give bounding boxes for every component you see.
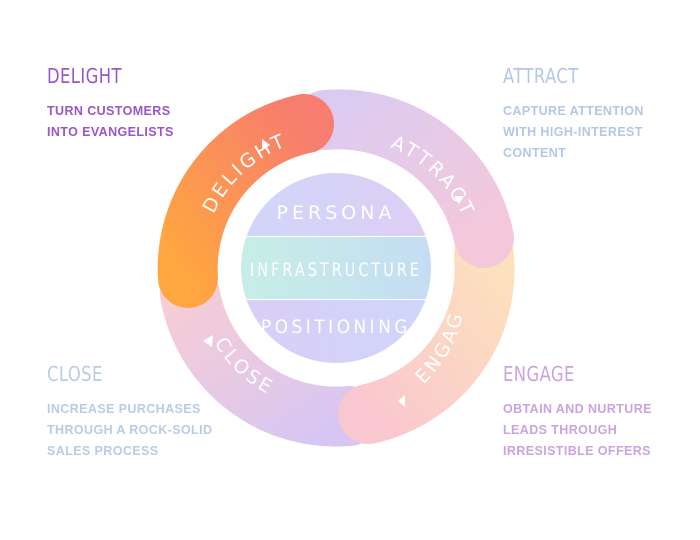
core-label-infrastructure: INFRASTRUCTURE <box>250 259 422 281</box>
delight-line-2: INTO EVANGELISTS <box>47 125 174 139</box>
ring-segment-delight <box>157 94 334 308</box>
core-label-persona: PERSONA <box>277 202 396 224</box>
arrow-engage-icon <box>398 395 405 407</box>
attract-line-1: CAPTURE ATTENTION <box>503 104 644 118</box>
ring-segment-attract <box>295 89 514 268</box>
attract-heading: ATTRACT <box>503 64 579 88</box>
core-label-positioning: POSITIONING <box>261 316 411 338</box>
delight-description-block: DELIGHT TURN CUSTOMERS INTO EVANGELISTS <box>47 64 267 143</box>
engage-description-block: ENGAGE OBTAIN AND NURTURE LEADS THROUGH … <box>503 362 700 462</box>
close-description-block: CLOSE INCREASE PURCHASES THROUGH A ROCK-… <box>47 362 267 462</box>
attract-line-2: WITH HIGH-INTEREST <box>503 125 643 139</box>
engage-description: OBTAIN AND NURTURE LEADS THROUGH IRRESIS… <box>503 399 700 462</box>
close-heading: CLOSE <box>47 362 103 386</box>
close-description: INCREASE PURCHASES THROUGH A ROCK-SOLID … <box>47 399 267 462</box>
arrow-close-icon <box>203 335 213 347</box>
attract-description: CAPTURE ATTENTION WITH HIGH-INTEREST CON… <box>503 101 700 164</box>
delight-description: TURN CUSTOMERS INTO EVANGELISTS <box>47 101 267 143</box>
arrow-attract-icon <box>454 196 464 204</box>
attract-description-block: ATTRACT CAPTURE ATTENTION WITH HIGH-INTE… <box>503 64 700 164</box>
close-line-2: THROUGH A ROCK-SOLID <box>47 423 213 437</box>
engage-line-2: LEADS THROUGH <box>503 423 618 437</box>
delight-heading: DELIGHT <box>47 64 122 88</box>
arrow-delight-icon <box>262 139 270 151</box>
core-band-infrastructure <box>241 237 431 299</box>
engage-line-1: OBTAIN AND NURTURE <box>503 402 652 416</box>
engage-heading: ENGAGE <box>503 362 575 386</box>
delight-line-1: TURN CUSTOMERS <box>47 104 171 118</box>
close-line-1: INCREASE PURCHASES <box>47 402 201 416</box>
ring-segment-close <box>160 264 379 447</box>
close-line-3: SALES PROCESS <box>47 444 159 458</box>
attract-line-3: CONTENT <box>503 146 567 160</box>
engage-line-3: IRRESISTIBLE OFFERS <box>503 444 651 458</box>
ring-segment-engage <box>338 226 515 444</box>
